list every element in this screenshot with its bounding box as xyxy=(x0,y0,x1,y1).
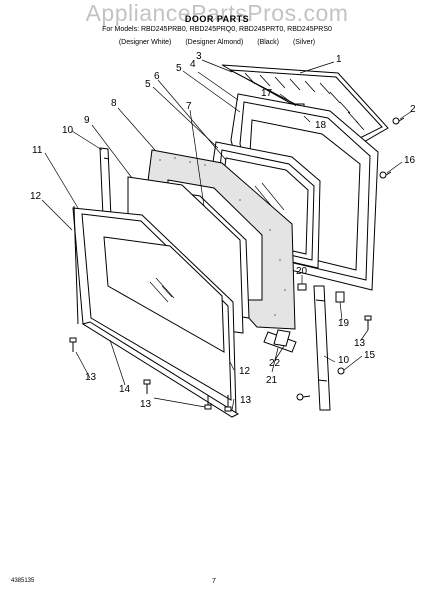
color-designer-white: (Designer White) xyxy=(118,39,172,46)
callout-15: 15 xyxy=(364,350,376,361)
callout-20: 20 xyxy=(296,266,308,277)
callout-12-right: 12 xyxy=(239,366,251,377)
callout-13-right: 13 xyxy=(354,338,366,349)
callout-12-left: 12 xyxy=(30,191,42,202)
callout-17: 17 xyxy=(261,88,273,99)
callout-10-left: 10 xyxy=(62,125,74,136)
leader-lines xyxy=(41,59,413,411)
callout-2: 2 xyxy=(410,104,416,115)
screw-part-2 xyxy=(392,117,405,125)
callout-11: 11 xyxy=(32,145,43,156)
callout-21: 21 xyxy=(266,375,278,386)
part-vent-trim xyxy=(221,64,389,144)
screw-part-16 xyxy=(379,171,392,179)
part-outer-front-door xyxy=(72,207,237,415)
screw-13-left xyxy=(69,337,77,352)
document-number: 4385135 xyxy=(11,578,35,584)
callout-14: 14 xyxy=(119,384,131,395)
callout-13-left: 13 xyxy=(85,372,97,383)
callout-22: 22 xyxy=(269,358,281,369)
part-20-bracket xyxy=(297,283,307,291)
callout-8: 8 xyxy=(111,98,117,109)
callout-10-right: 10 xyxy=(338,355,350,366)
callout-9: 9 xyxy=(84,115,90,126)
callout-16: 16 xyxy=(404,155,416,166)
part-bottom-trim xyxy=(81,321,240,418)
callout-3: 3 xyxy=(196,51,202,62)
callout-4: 4 xyxy=(190,59,196,70)
callout-5: 5 xyxy=(145,79,151,90)
callout-1: 1 xyxy=(336,54,342,65)
color-silver: (Silver) xyxy=(292,39,316,46)
screws-part-15 xyxy=(296,367,345,401)
model-list: For Models: RBD245PRB0, RBD245PRQ0, RBD2… xyxy=(102,26,332,33)
screw-13-mid xyxy=(143,379,151,394)
screw-13-bottom-b xyxy=(224,395,232,412)
part-right-hinge xyxy=(313,285,331,411)
callout-19: 19 xyxy=(338,318,350,329)
part-19-bracket xyxy=(335,291,345,303)
screw-13-right xyxy=(364,315,372,330)
page-title: DOOR PARTS xyxy=(184,14,250,24)
callout-numbers: 1 2 3 4 5 5 6 7 8 9 10 11 12 17 18 16 20… xyxy=(30,51,416,410)
callout-13-bottom-right: 13 xyxy=(240,395,252,406)
callout-5-top: 5 xyxy=(176,63,182,74)
page-number: 7 xyxy=(212,578,216,585)
callout-18: 18 xyxy=(315,120,327,131)
color-designer-almond: (Designer Almond) xyxy=(185,39,244,46)
color-black: (Black) xyxy=(257,39,280,46)
color-list: (Designer White) (Designer Almond) (Blac… xyxy=(0,39,434,46)
callout-7: 7 xyxy=(186,101,192,112)
screws-part-13 xyxy=(69,315,372,412)
part-22-hinge-pin xyxy=(273,329,291,347)
watermark: AppliancePartsPros.com xyxy=(85,0,349,26)
callout-6: 6 xyxy=(154,71,160,82)
part-side-trim xyxy=(73,205,79,325)
callout-13-bottom: 13 xyxy=(140,399,152,410)
